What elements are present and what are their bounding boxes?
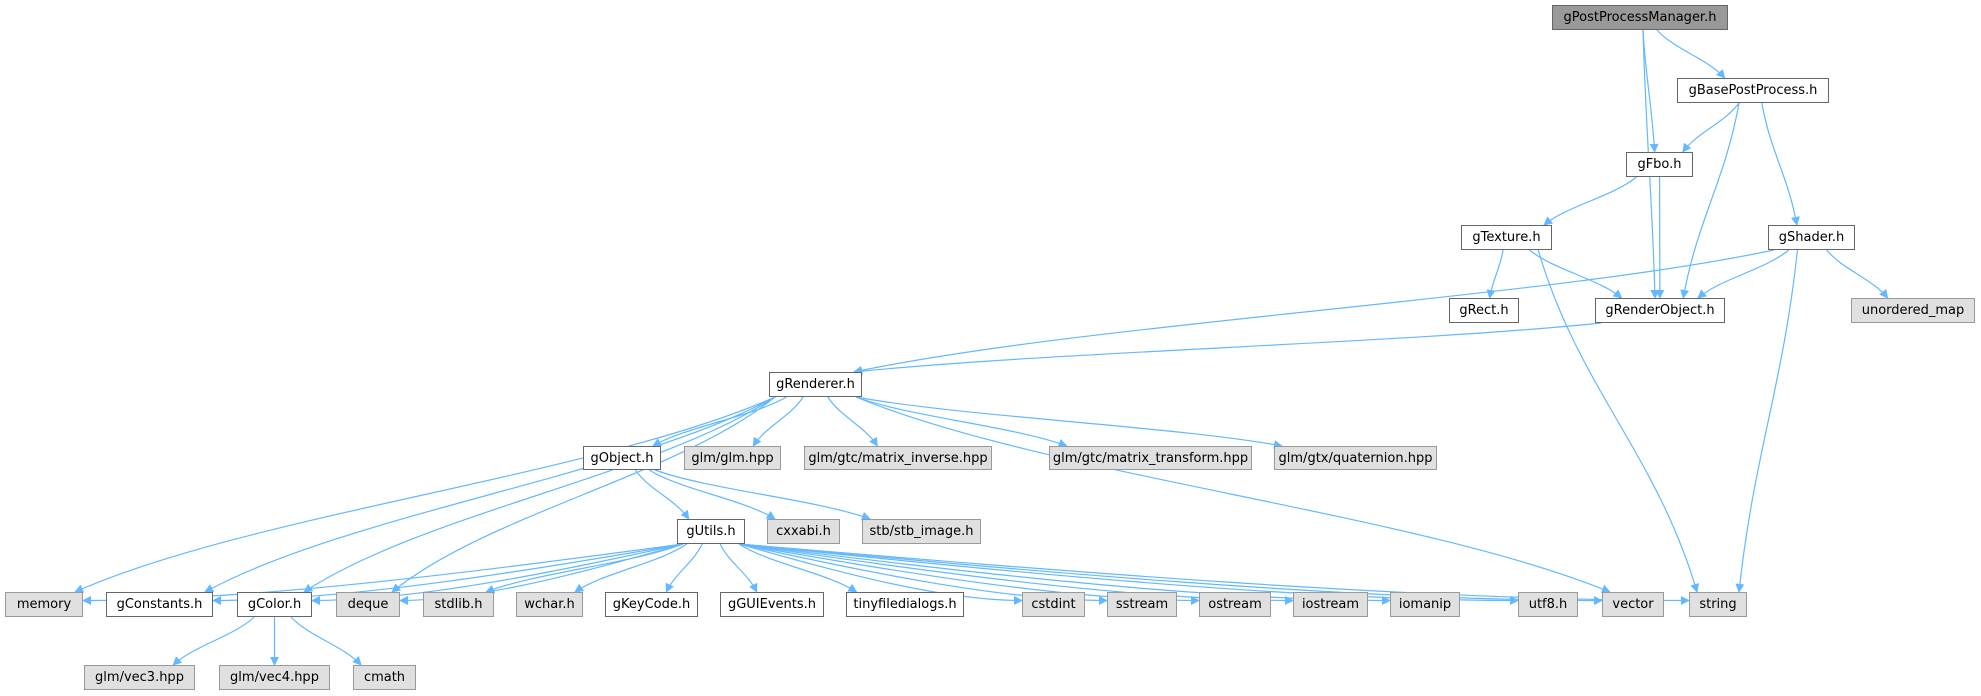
edge-gcolor-to-glm-vec3: [172, 616, 255, 666]
edge-gtexture-to-grenderobject: [1529, 249, 1623, 299]
node-grenderobject[interactable]: gRenderObject.h: [1595, 298, 1725, 323]
edge-gutils-to-cstdint: [738, 543, 1023, 605]
node-memory: memory: [5, 592, 83, 617]
edge-grenderer-to-glm-matrix-transform: [855, 396, 1068, 448]
edge-grenderer-to-memory: [74, 396, 776, 593]
edge-gfbo-to-gtexture: [1543, 176, 1637, 226]
edge-gutils-to-stdlib: [485, 543, 684, 594]
node-tinyfiledialogs[interactable]: tinyfiledialogs.h: [846, 592, 964, 617]
node-wchar: wchar.h: [516, 592, 583, 617]
edge-gcolor-to-cmath: [290, 616, 362, 666]
node-glm-matrix-inverse: glm/gtc/matrix_inverse.hpp: [804, 446, 992, 470]
node-cstdint: cstdint: [1022, 592, 1085, 617]
node-gconstants[interactable]: gConstants.h: [106, 592, 213, 617]
node-gbasepostprocess[interactable]: gBasePostProcess.h: [1677, 78, 1829, 103]
node-gtexture[interactable]: gTexture.h: [1461, 225, 1552, 250]
node-glm-vec3: glm/vec3.hpp: [84, 665, 195, 690]
edge-grenderer-to-gcolor: [303, 396, 776, 593]
node-utf8: utf8.h: [1518, 592, 1578, 617]
edge-gshader-to-grenderobject: [1697, 249, 1790, 299]
edge-grenderer-to-glm-quaternion: [855, 396, 1283, 449]
edge-gtexture-to-grect: [1486, 249, 1504, 299]
node-gpostprocessmanager[interactable]: gPostProcessManager.h: [1552, 5, 1728, 30]
edge-grenderer-to-gobject: [652, 396, 787, 447]
node-gfbo[interactable]: gFbo.h: [1626, 152, 1693, 177]
edge-gpostprocessmanager-to-gfbo: [1642, 29, 1659, 153]
node-gkeycode[interactable]: gKeyCode.h: [605, 592, 698, 617]
node-iomanip: iomanip: [1390, 592, 1460, 617]
node-sstream: sstream: [1107, 592, 1177, 617]
edge-gobject-to-stb-image: [654, 469, 871, 521]
node-unordered-map: unordered_map: [1851, 298, 1975, 323]
node-glm-matrix-transform: glm/gtc/matrix_transform.hpp: [1049, 446, 1252, 470]
node-string: string: [1689, 592, 1747, 617]
edge-gutils-to-vector: [738, 543, 1603, 605]
edge-grenderer-to-deque: [391, 396, 776, 593]
node-gshader[interactable]: gShader.h: [1768, 225, 1855, 250]
edge-gutils-to-gkeycode: [665, 543, 703, 593]
node-gguievents[interactable]: gGUIEvents.h: [720, 592, 824, 617]
edge-gbasepostprocess-to-gshader: [1761, 102, 1800, 226]
edge-gshader-to-string: [1735, 249, 1799, 593]
node-grenderer[interactable]: gRenderer.h: [769, 372, 862, 397]
edge-gutils-to-tinyfiledialogs: [738, 543, 858, 593]
node-glm-quaternion: glm/gtx/quaternion.hpp: [1274, 446, 1437, 470]
edge-gbasepostprocess-to-gfbo: [1682, 102, 1740, 153]
node-deque: deque: [336, 592, 400, 617]
node-grect[interactable]: gRect.h: [1449, 298, 1519, 323]
edge-gutils-to-gguievents: [719, 543, 758, 593]
node-glm-glm: glm/glm.hpp: [684, 446, 781, 470]
node-stb-image: stb/stb_image.h: [862, 519, 981, 544]
node-vector: vector: [1602, 592, 1664, 617]
node-glm-vec4: glm/vec4.hpp: [219, 665, 330, 690]
node-cxxabi: cxxabi.h: [767, 519, 840, 544]
edge-grenderobject-to-grenderer: [853, 322, 1602, 376]
node-iostream: iostream: [1293, 592, 1368, 617]
node-cmath: cmath: [353, 665, 416, 690]
edge-gshader-to-grenderer: [853, 249, 1775, 375]
node-stdlib: stdlib.h: [423, 592, 494, 617]
node-gobject[interactable]: gObject.h: [583, 446, 661, 470]
node-gcolor[interactable]: gColor.h: [237, 592, 312, 617]
edge-gtexture-to-string: [1537, 249, 1700, 593]
edge-gobject-to-cxxabi: [648, 469, 776, 520]
edge-grenderer-to-glm-glm: [752, 396, 804, 447]
edge-grenderer-to-glm-matrix-inverse: [827, 396, 878, 447]
edge-gobject-to-gutils: [634, 469, 690, 520]
node-gutils[interactable]: gUtils.h: [677, 519, 745, 544]
edge-gbasepostprocess-to-grenderobject: [1680, 102, 1740, 299]
edge-grenderer-to-vector: [855, 396, 1611, 594]
edge-gutils-to-wchar: [574, 543, 688, 593]
edge-grenderer-to-gconstants: [204, 396, 776, 593]
edge-gpostprocessmanager-to-gbasepostprocess: [1656, 29, 1726, 79]
edge-gshader-to-unordered-map: [1826, 249, 1889, 299]
node-ostream: ostream: [1199, 592, 1271, 617]
